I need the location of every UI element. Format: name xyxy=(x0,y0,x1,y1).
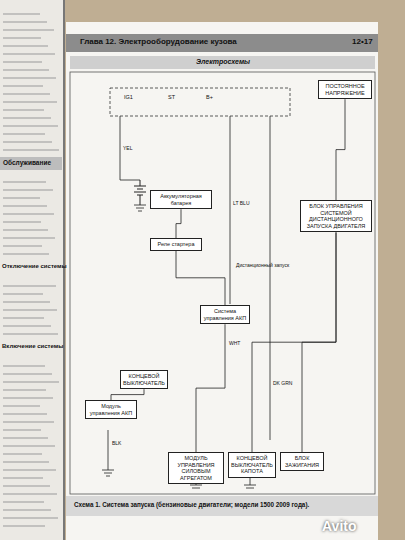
diagram-frame xyxy=(70,72,375,494)
component-box: Реле стартера xyxy=(150,238,202,251)
wire-color: WHT xyxy=(229,340,240,346)
component-label: ПОСТОЯННОЕ НАПРЯЖЕНИЕ xyxy=(321,83,369,96)
wire-connector xyxy=(111,389,144,400)
wire-connector xyxy=(176,251,225,305)
component-label: БЛОК ЗАЖИГАНИЯ xyxy=(283,455,321,468)
component-box: КОНЦЕВОЙ ВЫКЛЮЧАТЕЛЬ КАПОТА xyxy=(228,452,276,478)
wire-color: BLK xyxy=(112,440,121,446)
component-box: Модуль управления АКП xyxy=(85,400,137,419)
section-banner xyxy=(0,157,62,170)
wire-connector xyxy=(336,99,345,200)
component-box: БЛОК УПРАВЛЕНИЯ СИСТЕМОЙ ДИСТАНЦИОННОГО … xyxy=(300,200,372,232)
component-label: Аккумуляторная батарея xyxy=(153,193,209,206)
subheading: Электросхемы xyxy=(196,58,250,65)
wire-color: LT BLU xyxy=(233,200,250,206)
component-box: Аккумуляторная батарея xyxy=(150,190,212,209)
component-box: ПОСТОЯННОЕ НАПРЯЖЕНИЕ xyxy=(318,80,372,99)
text-lines xyxy=(3,14,59,526)
component-label: Реле стартера xyxy=(153,241,199,248)
component-label: Система управления АКП xyxy=(203,308,247,321)
page-number: 12•17 xyxy=(352,37,373,46)
component-label: КОНЦЕВОЙ ВЫКЛЮЧАТЕЛЬ КАПОТА xyxy=(231,455,273,475)
component-box: БЛОК ЗАЖИГАНИЯ xyxy=(280,452,324,471)
pin-name: IG1 xyxy=(124,94,133,100)
wires xyxy=(108,116,270,485)
header-bar xyxy=(66,34,378,52)
wire-color: DK GRN xyxy=(273,380,292,386)
watermark: Avito xyxy=(322,518,356,534)
figure-caption: Схема 1. Система запуска (бензиновые дви… xyxy=(74,501,309,508)
fuse-box xyxy=(110,88,290,116)
component-label: Модуль управления АКП xyxy=(88,403,134,416)
caption-bar xyxy=(66,496,378,516)
component-label: БЛОК УПРАВЛЕНИЯ СИСТЕМОЙ ДИСТАНЦИОННОГО … xyxy=(303,203,369,229)
wire-color: YEL xyxy=(123,145,132,151)
right-page xyxy=(66,22,378,540)
wire-connector xyxy=(176,209,181,238)
ground-symbols xyxy=(102,205,256,488)
left-page xyxy=(0,0,63,540)
note: Дистанционный запуск xyxy=(236,262,289,268)
component-box: КОНЦЕВОЙ ВЫКЛЮЧАТЕЛЬ xyxy=(120,370,168,389)
chapter-title: Глава 12. Электрооборудование кузова xyxy=(80,37,237,46)
gutter xyxy=(63,0,65,540)
wire-connector xyxy=(196,324,225,452)
component-box: МОДУЛЬ УПРАВЛЕНИЯ СИЛОВЫМ АГРЕГАТОМ xyxy=(168,452,224,484)
pin-name: B+ xyxy=(206,94,213,100)
component-label: МОДУЛЬ УПРАВЛЕНИЯ СИЛОВЫМ АГРЕГАТОМ xyxy=(171,455,221,481)
subheader-bar xyxy=(70,56,375,69)
pin-name: ST xyxy=(168,94,175,100)
section-heading: Обслуживание xyxy=(3,159,51,166)
battery-symbol xyxy=(134,180,146,205)
section-heading: Отключение системы xyxy=(2,263,67,269)
section-heading: Включение системы xyxy=(2,343,63,349)
component-box: Система управления АКП xyxy=(200,305,250,324)
component-label: КОНЦЕВОЙ ВЫКЛЮЧАТЕЛЬ xyxy=(123,373,165,386)
